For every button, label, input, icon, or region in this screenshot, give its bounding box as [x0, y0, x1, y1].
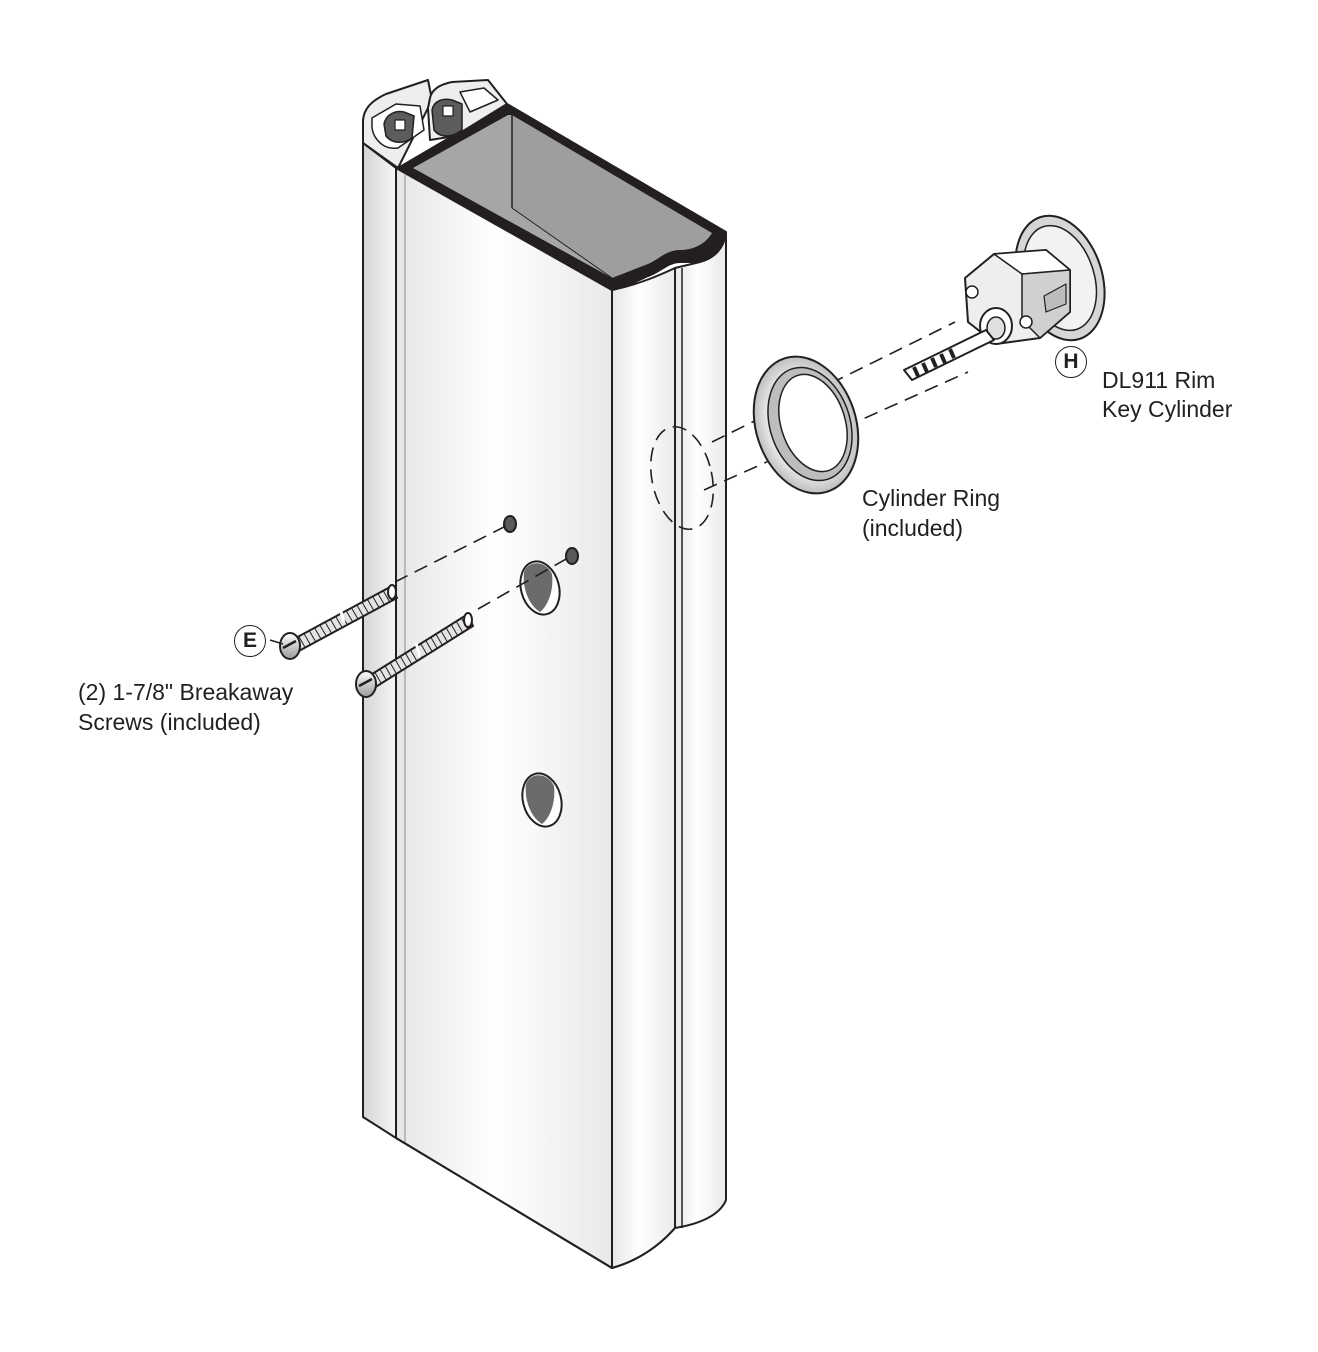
- cylinder-ring: [752, 355, 860, 495]
- cylinder-label-line2: Key Cylinder: [1102, 396, 1233, 422]
- stile-top-profile: [362, 79, 727, 291]
- screw-head-upper: [279, 632, 301, 660]
- screw-hole-lower: [565, 547, 579, 565]
- screws-label-line2: Screws (included): [78, 709, 261, 735]
- callout-badge-h: H: [1055, 346, 1087, 378]
- stile-holes: [503, 515, 579, 828]
- screws-label-line1: (2) 1-7/8" Breakaway: [78, 679, 294, 705]
- leader-e: [269, 639, 284, 645]
- mount-hole-left: [965, 285, 979, 299]
- stile-left-side: [362, 142, 397, 1139]
- stile-front-face: [395, 167, 613, 1269]
- cylinder-label-line1: DL911 Rim: [1102, 367, 1216, 393]
- tube-interior-wall: [413, 115, 612, 278]
- breakaway-screws: [279, 584, 474, 698]
- mount-hole-right: [1019, 315, 1033, 329]
- breakaway-screw-upper: [279, 584, 398, 660]
- rim-key-cylinder: [903, 214, 1106, 381]
- screw-head-lower: [355, 670, 377, 698]
- ring-label-line1: Cylinder Ring: [862, 485, 1001, 511]
- door-stile: [362, 142, 727, 1269]
- callout-badge-e: E: [234, 625, 266, 657]
- breakaway-screw-lower: [355, 612, 474, 698]
- ring-label-line2: (included): [862, 515, 963, 541]
- screw-hole-upper: [503, 515, 517, 533]
- stile-right-edge: [611, 267, 676, 1269]
